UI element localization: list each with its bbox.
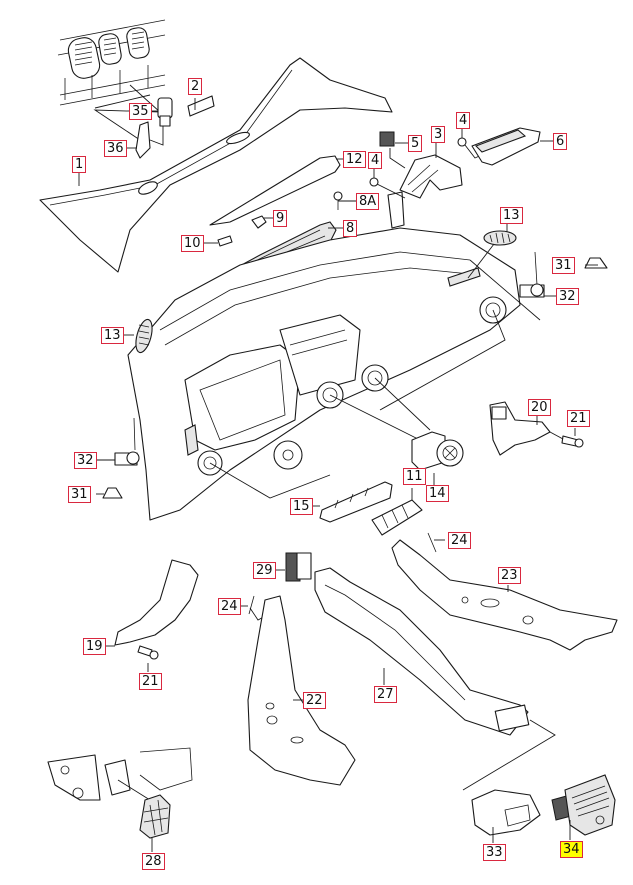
callout-22[interactable]: 22 [303,692,326,709]
callout-32-left[interactable]: 32 [74,452,97,469]
dashboard-main [127,227,541,521]
callout-32-right[interactable]: 32 [556,288,579,305]
inset-vent-detail [57,19,166,141]
callout-31-left[interactable]: 31 [68,486,91,503]
callout-9[interactable]: 9 [273,210,288,227]
part-31-grommet-left [102,487,123,499]
callout-24-left[interactable]: 24 [218,598,241,615]
part-35-sensor-plug [149,97,173,146]
part-8A-screw [333,191,343,210]
callout-34-highlighted[interactable]: 34 [560,841,583,858]
callout-36[interactable]: 36 [104,140,127,157]
callout-2[interactable]: 2 [188,78,203,95]
callout-21-left[interactable]: 21 [139,673,162,690]
part-5-switch [379,131,406,169]
callout-5[interactable]: 5 [408,135,423,152]
part-27-rear-air-duct [314,567,556,791]
part-19-air-duct-left [114,559,199,646]
callout-19[interactable]: 19 [83,638,106,655]
callout-12[interactable]: 12 [343,151,366,168]
part-15-center-vent [319,481,393,523]
part-13-side-vent-left [135,318,153,354]
callout-24-right[interactable]: 24 [448,532,471,549]
part-12-trim-moulding [209,155,341,226]
part-21-bolt-right [549,431,584,448]
callout-35[interactable]: 35 [129,103,152,120]
part-34-rear-vent-unit [551,774,616,836]
callout-13-left[interactable]: 13 [101,327,124,344]
callout-20[interactable]: 20 [528,399,551,416]
callout-8A[interactable]: 8A [356,193,380,210]
part-32-sensor-left [114,417,140,466]
part-14-round-air-vent [411,431,464,471]
callout-27[interactable]: 27 [374,686,397,703]
callout-11[interactable]: 11 [403,468,426,485]
part-31-grommet-right [584,257,608,269]
part-1-cowl-panel [39,57,393,273]
callout-8[interactable]: 8 [343,220,358,237]
part-11-air-vent-grille [371,499,423,536]
callout-28[interactable]: 28 [142,853,165,870]
callout-15[interactable]: 15 [290,498,313,515]
part-22-footwell-duct-left [247,595,356,786]
callout-4-right[interactable]: 4 [456,112,471,129]
part-10-cover-cap [217,235,233,247]
callout-23[interactable]: 23 [498,567,521,584]
callout-10[interactable]: 10 [181,235,204,252]
inset-side-panel [47,747,193,801]
callout-1[interactable]: 1 [72,156,87,173]
callout-33[interactable]: 33 [483,844,506,861]
part-13-side-vent-right [467,230,517,279]
part-2-clip [187,95,215,117]
part-21-bolt-left [137,645,159,660]
part-3-bracket [387,154,463,229]
part-28-cover-grille [139,794,171,839]
part-4-nut-left [369,177,406,199]
callout-4-left[interactable]: 4 [368,152,383,169]
part-36-holder [135,121,151,159]
callout-14[interactable]: 14 [426,485,449,502]
callout-31-right[interactable]: 31 [552,257,575,274]
callout-29[interactable]: 29 [253,562,276,579]
callout-3[interactable]: 3 [431,126,446,143]
part-29-foam-seal [285,552,312,582]
callout-6[interactable]: 6 [553,133,568,150]
part-32-sensor-right [519,251,545,298]
part-33-duct-connector [471,789,541,836]
callout-21-right[interactable]: 21 [567,410,590,427]
part-9-clip [251,215,267,229]
callout-13-right[interactable]: 13 [500,207,523,224]
part-24-expanding-rivet-right [427,532,445,553]
part-20-air-duct-right [489,401,551,456]
part-23-footwell-duct-right [391,539,618,651]
part-6-grille-vent [471,127,541,166]
